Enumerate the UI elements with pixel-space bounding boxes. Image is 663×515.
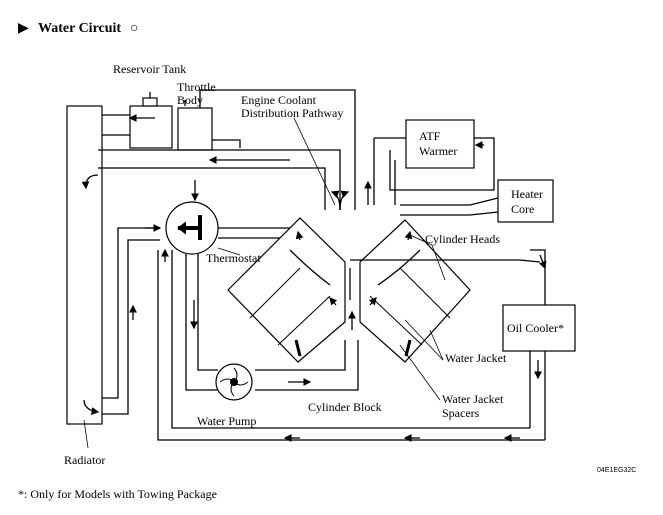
label-atf-2: Warmer (419, 144, 457, 158)
label-ecdp-2: Distribution Pathway (241, 106, 343, 120)
heater-core (394, 160, 554, 223)
throttle-body (177, 107, 241, 151)
reservoir-tank (128, 92, 173, 149)
pump-feed-pipes (185, 254, 359, 391)
label-water-jacket: Water Jacket (445, 351, 507, 365)
label-throttle-body-1: Throttle (177, 80, 216, 94)
label-water-pump: Water Pump (197, 414, 256, 428)
label-oil-cooler: Oil Cooler* (507, 321, 564, 335)
title-text: Water Circuit (38, 21, 121, 36)
label-throttle-body-2: Body (177, 93, 203, 107)
oil-cooler (502, 249, 576, 440)
radiator (66, 105, 130, 425)
title-circle-icon: ○ (130, 21, 138, 36)
label-heater-2: Core (511, 202, 534, 216)
thermostat-housing (165, 180, 290, 256)
left-main-pipes (102, 224, 162, 415)
label-thermostat: Thermostat (206, 251, 261, 265)
label-water-jacket-spacers-2: Spacers (442, 406, 480, 420)
water-pump (215, 363, 253, 401)
label-radiator: Radiator (64, 453, 105, 467)
label-reservoir-tank: Reservoir Tank (113, 62, 186, 76)
figure-code: 04E1EG32C (597, 467, 636, 474)
label-water-jacket-spacers-1: Water Jacket (442, 392, 504, 406)
label-ecdp-1: Engine Coolant (241, 93, 317, 107)
diagram-title: ▶ Water Circuit ○ (18, 21, 138, 36)
label-heater-1: Heater (511, 187, 543, 201)
label-cylinder-block: Cylinder Block (308, 400, 382, 414)
atf-warmer (373, 119, 495, 205)
leader-lines (83, 117, 446, 449)
top-return-pipes (98, 89, 372, 211)
bottom-return-pipes (157, 248, 545, 442)
label-cylinder-heads: Cylinder Heads (425, 232, 500, 246)
footnote: *: Only for Models with Towing Package (18, 487, 217, 501)
engine-v-block (227, 217, 541, 363)
label-atf-1: ATF (419, 129, 441, 143)
title-marker: ▶ (18, 21, 29, 36)
